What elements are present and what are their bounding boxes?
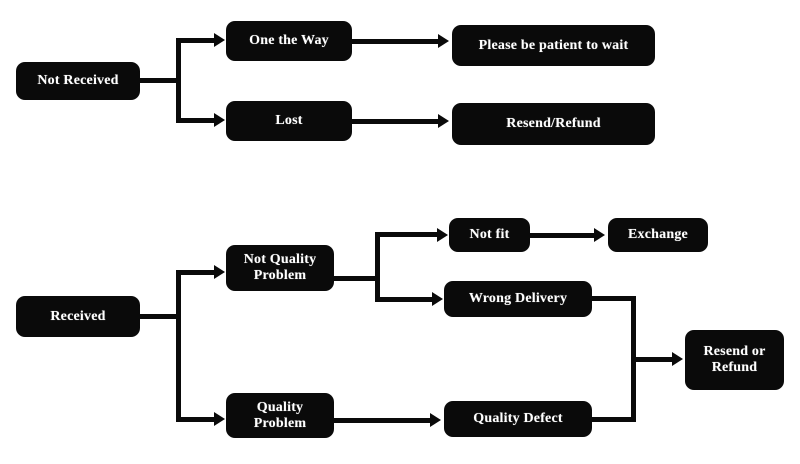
edge-one-the-way-to-please-wait [352,39,440,44]
node-resend-refund[interactable]: Resend/Refund [452,103,655,145]
edge-to-not-quality-problem [176,270,218,275]
node-lost[interactable]: Lost [226,101,352,141]
edge-not-fit-to-exchange [530,233,596,238]
node-quality-problem-line2: Problem [253,415,307,431]
edge-to-one-the-way [176,38,218,43]
node-resend-or-refund-line2: Refund [711,360,758,375]
edge-to-lost [176,118,218,123]
edge-merge-to-resend-or-refund [631,357,675,362]
node-one-the-way[interactable]: One the Way [226,21,352,61]
arrowhead-quality-defect [430,413,441,427]
node-received[interactable]: Received [16,296,140,337]
arrowhead-lost [214,113,225,127]
arrowhead-not-fit [437,228,448,242]
arrowhead-one-the-way [214,33,225,47]
node-not-fit[interactable]: Not fit [449,218,530,252]
arrowhead-please-wait [438,34,449,48]
edge-wrong-delivery-merge [592,296,636,301]
edge-quality-problem-to-quality-defect [334,418,432,423]
edge-not-received-split [176,38,181,123]
node-resend-or-refund[interactable]: Resend or Refund [685,330,784,390]
edge-received-stem [140,314,180,319]
edge-to-wrong-delivery [375,297,436,302]
node-exchange[interactable]: Exchange [608,218,708,252]
arrowhead-quality-problem [214,412,225,426]
edge-to-not-fit [375,232,441,237]
edge-to-quality-problem [176,417,218,422]
arrowhead-resend-refund [438,114,449,128]
node-quality-problem-line1: Quality [256,399,304,415]
arrowhead-resend-or-refund [672,352,683,366]
arrowhead-not-quality-problem [214,265,225,279]
node-please-be-patient-to-wait[interactable]: Please be patient to wait [452,25,655,66]
edge-not-received-stem [140,78,180,83]
node-wrong-delivery[interactable]: Wrong Delivery [444,281,592,317]
node-not-received[interactable]: Not Received [16,62,140,100]
node-not-quality-problem-line1: Not Quality [243,252,317,268]
edge-not-quality-problem-split [375,232,380,302]
edge-quality-defect-merge [592,417,636,422]
node-quality-defect[interactable]: Quality Defect [444,401,592,437]
node-resend-or-refund-line1: Resend or [703,344,766,360]
node-not-quality-problem[interactable]: Not Quality Problem [226,245,334,291]
node-quality-problem[interactable]: Quality Problem [226,393,334,438]
arrowhead-wrong-delivery [432,292,443,306]
edge-lost-to-resend-refund [352,119,440,124]
edge-not-quality-problem-stem [334,276,380,281]
edge-received-split [176,270,181,422]
arrowhead-exchange [594,228,605,242]
node-not-quality-problem-line2: Problem [253,268,307,283]
